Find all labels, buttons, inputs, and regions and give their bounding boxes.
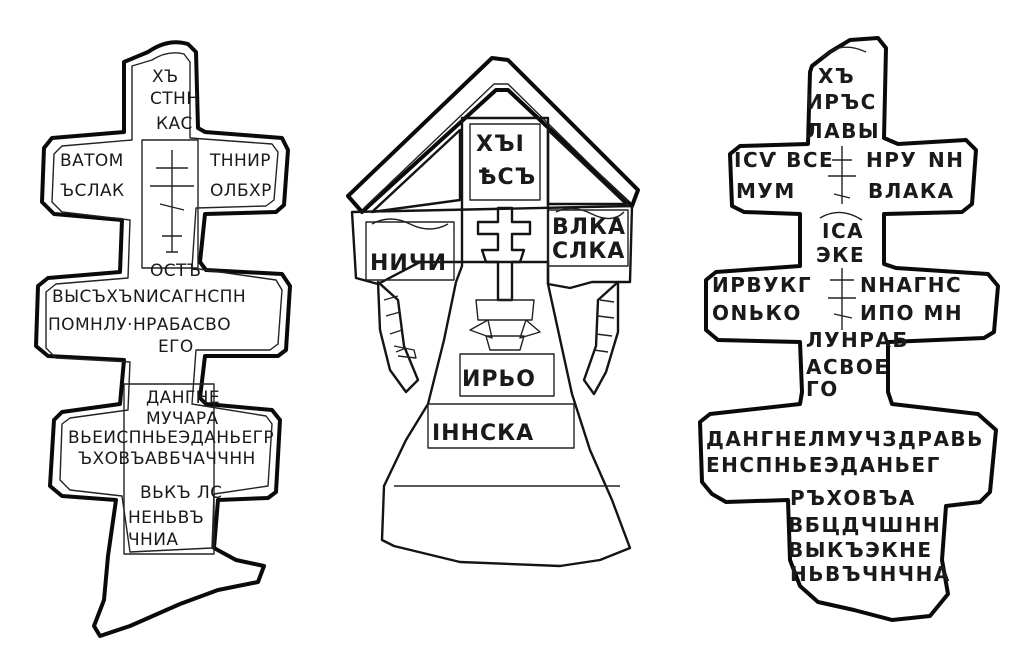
left-cross-inscription-line: СТНН: [150, 89, 199, 109]
right-cross-inscription-line: ЕНСПНЬЕЭДАНЬЕГ: [706, 453, 941, 477]
left-cross-center-panel: [141, 139, 199, 269]
right-cross-inscription-line: НЬВЪЧНЧНА: [790, 562, 951, 586]
right-cross-inscription-line: ВЫКЪЭКНЕ: [788, 538, 933, 562]
right-cross-inscription-line: ВЛАКА: [868, 179, 955, 203]
center-cross-left-support: [376, 280, 420, 394]
left-cross-inscription-line: ПОМНЛУ·НРАБАСВО: [48, 315, 231, 335]
right-cross-inscription-line: ІСѴ ВСЕ: [734, 148, 834, 172]
left-cross-inscription-line: ВЬЕИСПНЬЕЭДАНЬЕГР: [68, 428, 274, 448]
left-cross-outline: [34, 40, 292, 638]
left-cross-inscription-line: ВЫСЪХЪNИСАГНСПН: [52, 287, 246, 307]
right-cross-inner-cross-mark: [828, 146, 856, 330]
right-cross-inscription-line: РЪХОВЪА: [790, 486, 916, 510]
left-cross-inscription-line: МУЧАРА: [146, 409, 219, 429]
center-cross-inscription-line: ѢСЪ: [478, 165, 536, 190]
center-cross-left-support-marks: [383, 295, 417, 359]
center-cross-ornaments: [371, 207, 625, 351]
right-cross-outline: [698, 36, 1000, 622]
left-cross-inscription-line: ЪСЛАК: [60, 181, 125, 201]
left-cross-inscription-line: НЕНЬВЪ: [128, 508, 204, 528]
right-cross-top-mark: [819, 46, 867, 221]
right-cross-inscription-line: ОNЬКО: [712, 301, 802, 325]
right-cross-inscription-line: ЛАВЫ: [806, 119, 880, 143]
right-cross-inscription-line: ГО: [806, 377, 839, 401]
right-cross-inscription-line: ИПО МН: [860, 301, 963, 325]
center-cross-right-support-marks: [593, 299, 615, 353]
right-cross-inscription-line: ВБЦДЧШНН: [788, 513, 941, 537]
right-cross-inscription-line: ІСА: [822, 219, 864, 243]
left-cross-inscription-line: ТННИР: [209, 151, 271, 171]
left-cross-inscription-line: ОСТЪ: [150, 261, 201, 281]
right-cross-inscription-line: ЭКЕ: [816, 243, 865, 267]
right-cross-inscription-line: ХЪ: [818, 64, 855, 88]
left-cross-lower-panel: [123, 383, 215, 555]
right-cross-inscription-line: НРУ: [866, 148, 917, 172]
center-cross-left-panel: [365, 221, 455, 281]
left-cross-inscription-line: ВЬКЪ ЛС: [140, 483, 222, 503]
left-cross-inscription-line: ОЛБХР: [210, 181, 272, 201]
right-cross-inscription-line: NНАГНС: [860, 273, 962, 297]
left-cross-inner-border: [45, 52, 283, 553]
center-cross-inscription-line: ІННСКА: [432, 421, 534, 446]
center-cross-shaft: [380, 116, 632, 568]
center-cross-inscription-line: ВЛКА: [552, 215, 626, 240]
right-cross-inscription-line: ДАНГНЕЛМУЧЗДРАВЬ: [706, 427, 984, 451]
center-cross-inscription-line: ХЪI: [476, 132, 525, 157]
left-cross-inscription-line: ДАНГНЕ: [146, 388, 220, 408]
left-cross-inscription-line: ЕГО: [158, 337, 194, 357]
left-cross-inscription-line: ХЪ: [152, 67, 179, 87]
right-cross-inscription-line: ИРВУКГ: [712, 273, 812, 297]
left-cross-inscription-line: ЪХОВЪАВБЧАЧЧНН: [78, 449, 256, 469]
center-cross-bottom-panel: [427, 403, 575, 449]
right-cross-inscription-line: ЛУНРАБ: [806, 328, 909, 352]
left-cross-inner-cross-mark: [150, 150, 194, 253]
left-cross-inscription-line: ВАТОМ: [60, 151, 124, 171]
center-cross-inscription-line: НИЧИ: [370, 251, 447, 276]
left-cross-inscription-line: КАС: [156, 114, 193, 134]
right-cross-inscription-line: АСВОЕ: [806, 355, 890, 379]
left-cross-inscription-line: ЧНИА: [128, 530, 178, 550]
right-cross-inscription-line: NН: [928, 148, 964, 172]
center-cross-right-support: [582, 280, 620, 396]
center-cross-top-panel: [469, 123, 541, 201]
center-cross-right-panel: [547, 209, 629, 267]
right-cross-inscription-line: МУМ: [736, 179, 796, 203]
center-cross-roof-inner: [363, 83, 629, 209]
right-cross-inscription-line: ИРЪС: [806, 90, 877, 114]
center-cross-inscription-line: СЛКА: [552, 239, 625, 264]
center-cross-inscription-line: ИРЬО: [462, 367, 536, 392]
center-cross-middle-panel: [459, 353, 555, 397]
